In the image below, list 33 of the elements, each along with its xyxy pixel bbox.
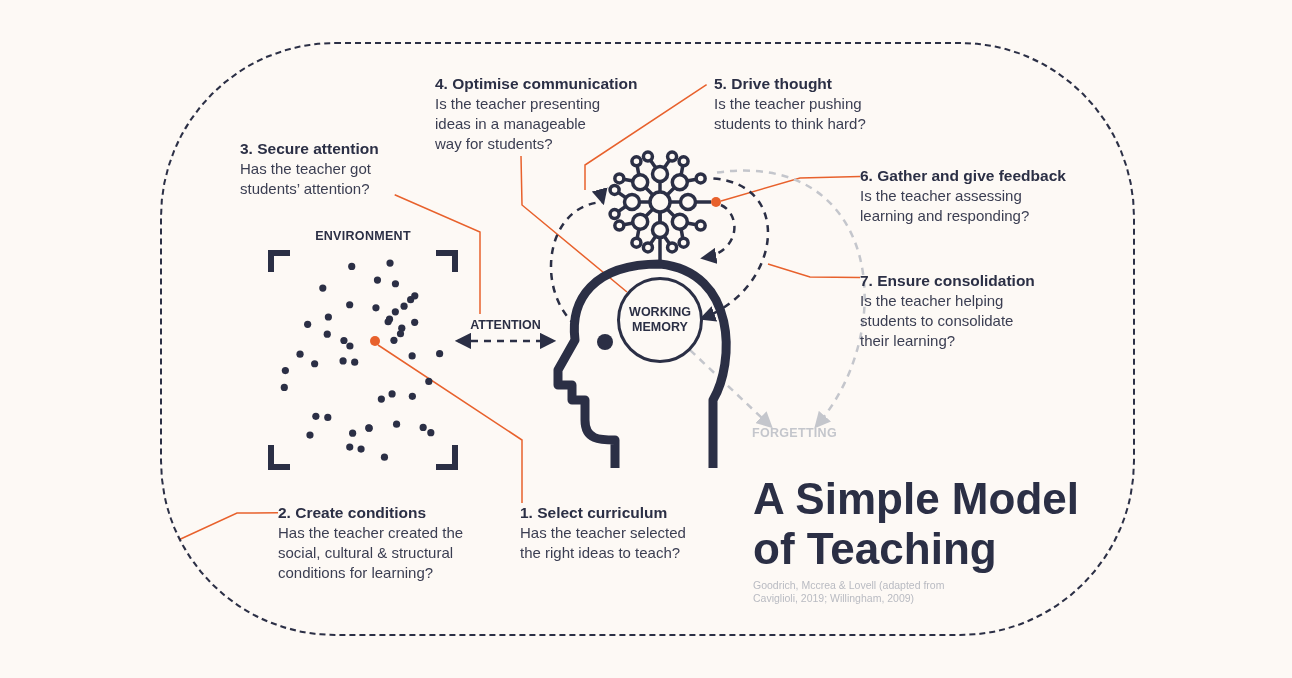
prompt-question: Is the teacher pushing students to think hard? <box>714 94 867 134</box>
diagram-title: A Simple Model of Teaching <box>753 474 1080 574</box>
prompt-heading: 3. Secure attention <box>240 139 380 159</box>
leader-line <box>584 83 708 191</box>
memory-circle: WORKING MEMORY <box>617 277 703 363</box>
prompt-heading: 5. Drive thought <box>714 74 833 94</box>
node-label: FORGETTING <box>752 426 844 444</box>
prompt-question: Has the teacher got students’ attention? <box>240 159 372 199</box>
leader-line <box>767 263 861 279</box>
source-caption: Goodrich, Mccrea & Lovell (adapted from Caviglioli, 2019; Willingham, 2009) <box>753 579 946 605</box>
leader-line <box>720 175 861 202</box>
prompt-heading: 2. Create conditions <box>278 503 428 523</box>
prompt-heading: 1. Select curriculum <box>520 503 669 523</box>
prompt-heading: 7. Ensure consolidation <box>860 271 1036 291</box>
prompt-heading: 6. Gather and give feedback <box>860 166 1067 186</box>
prompt-question: Has the teacher selected the right ideas to teach? <box>520 523 687 563</box>
leader-line <box>520 155 628 293</box>
prompt-heading: 4. Optimise communication <box>435 74 639 94</box>
dashed-arrow <box>689 349 773 429</box>
prompt-question: Has the teacher created the social, cultural & structural conditions for learning? <box>278 523 465 583</box>
dashed-boundary-loop <box>160 42 1135 636</box>
prompt-question: Is the teacher presenting ideas in a manageable way for students? <box>435 94 602 154</box>
dashed-arrow <box>716 169 866 429</box>
prompt-question: Is the teacher helping students to consolidate their learning? <box>860 291 1015 351</box>
marker-dot <box>711 197 721 207</box>
leader-line <box>393 194 481 315</box>
leader-line <box>377 344 523 504</box>
dashed-arrow <box>700 203 736 263</box>
marker-dot <box>370 336 380 346</box>
section-heading: ENVIRONMENT <box>314 228 412 245</box>
prompt-question: Is the teacher assessing learning and responding? <box>860 186 1031 226</box>
dashed-arrow <box>454 332 557 350</box>
leader-line <box>178 512 279 541</box>
